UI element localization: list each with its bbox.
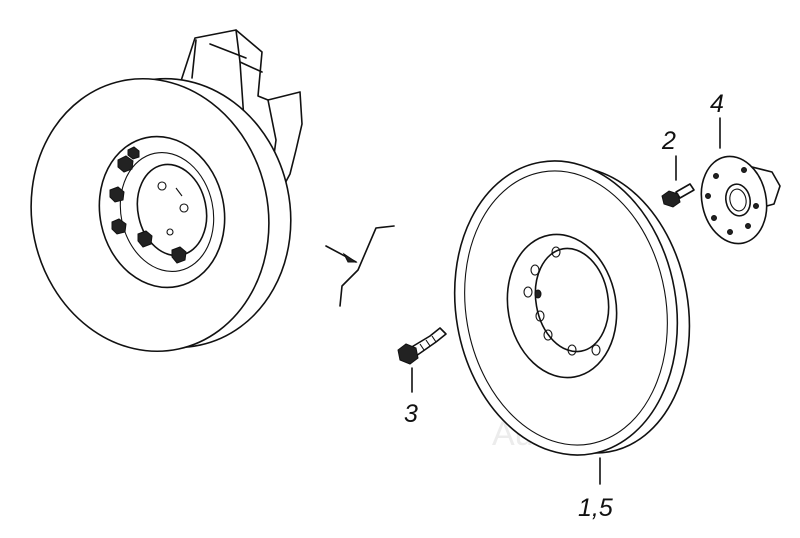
callout-4: 4: [710, 90, 724, 118]
assembly-arrow: [325, 225, 395, 307]
hub-part-4: [700, 117, 781, 245]
assembled-flywheel: [30, 29, 303, 353]
callout-2: 2: [661, 127, 676, 155]
flywheel-bore: [534, 247, 610, 353]
bolt-part-3: [397, 327, 447, 393]
callout-3: 3: [404, 400, 418, 428]
hub-holes: [705, 167, 759, 235]
callout-1-5: 1,5: [578, 494, 613, 522]
bolt-part-2: [661, 155, 695, 208]
installed-bolts: [109, 146, 187, 264]
flywheel-part: [453, 160, 691, 456]
flywheel-bolt-holes: [523, 246, 601, 356]
